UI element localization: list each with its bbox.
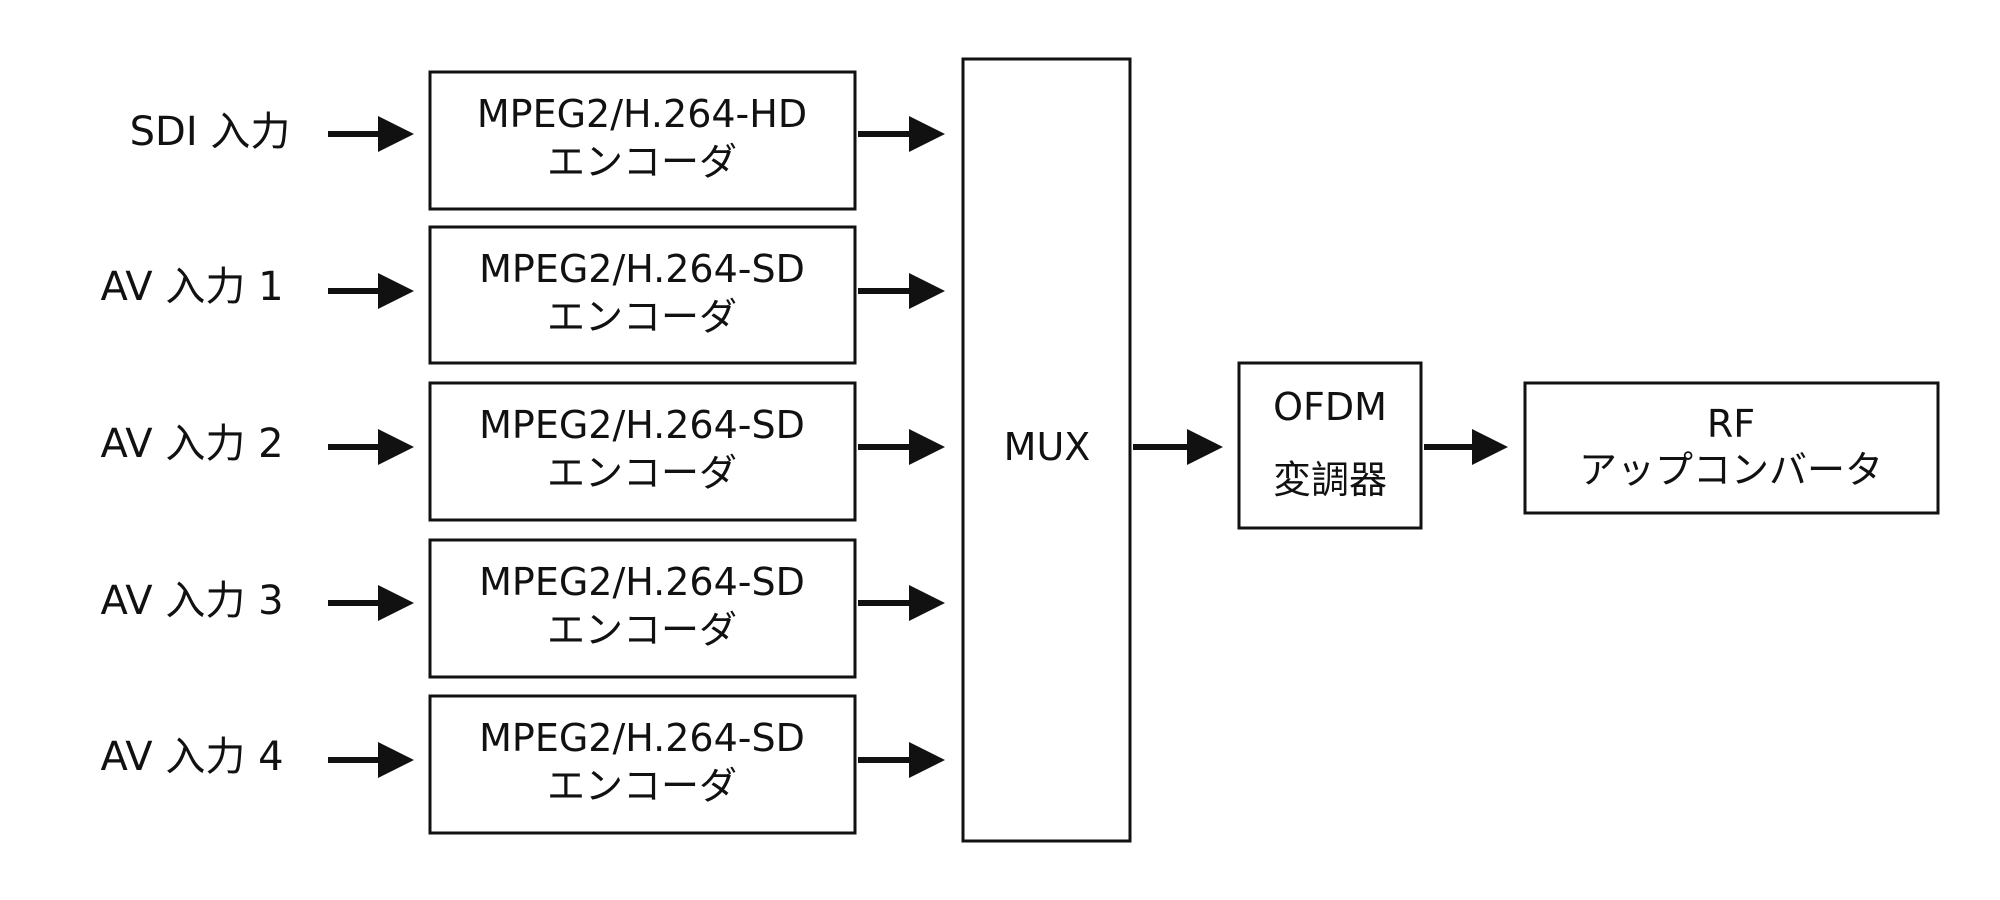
encoder-hd: MPEG2/H.264-HD エンコーダ bbox=[428, 70, 857, 211]
encoder-hd-line2: エンコーダ bbox=[547, 140, 737, 184]
input-label-sdi: SDI 入力 bbox=[130, 109, 291, 155]
encoder-sd-3-line2: エンコーダ bbox=[547, 608, 737, 652]
upconverter-line1: RF bbox=[1707, 402, 1755, 446]
encoder-hd-line1: MPEG2/H.264-HD bbox=[477, 92, 807, 136]
input-label-av-2: AV 入力 2 bbox=[100, 421, 283, 467]
ofdm-modulator-block: OFDM 変調器 bbox=[1237, 361, 1423, 530]
input-label-av-4: AV 入力 4 bbox=[100, 734, 283, 780]
input-label-av-3: AV 入力 3 bbox=[100, 578, 283, 624]
encoder-sd-2-line1: MPEG2/H.264-SD bbox=[479, 403, 805, 447]
encoder-sd-2: MPEG2/H.264-SD エンコーダ bbox=[428, 381, 857, 522]
modulator-line1: OFDM bbox=[1273, 385, 1387, 429]
encoder-sd-4-line1: MPEG2/H.264-SD bbox=[479, 716, 805, 760]
mux-block: MUX bbox=[961, 57, 1132, 843]
modulator-line2: 変調器 bbox=[1273, 458, 1387, 502]
encoder-sd-2-line2: エンコーダ bbox=[547, 451, 737, 495]
encoder-sd-4: MPEG2/H.264-SD エンコーダ bbox=[428, 694, 857, 835]
rf-upconverter-block: RF アップコンバータ bbox=[1523, 381, 1940, 515]
encoder-sd-1: MPEG2/H.264-SD エンコーダ bbox=[428, 225, 857, 365]
input-label-av-1: AV 入力 1 bbox=[100, 264, 283, 310]
encoder-sd-4-line2: エンコーダ bbox=[547, 764, 737, 808]
mux-label: MUX bbox=[1004, 425, 1091, 469]
encoder-sd-3-line1: MPEG2/H.264-SD bbox=[479, 560, 805, 604]
encoder-sd-1-line1: MPEG2/H.264-SD bbox=[479, 247, 805, 291]
upconverter-line2: アップコンバータ bbox=[1579, 448, 1883, 492]
encoder-sd-3: MPEG2/H.264-SD エンコーダ bbox=[428, 538, 857, 679]
encoder-sd-1-line2: エンコーダ bbox=[547, 295, 737, 339]
